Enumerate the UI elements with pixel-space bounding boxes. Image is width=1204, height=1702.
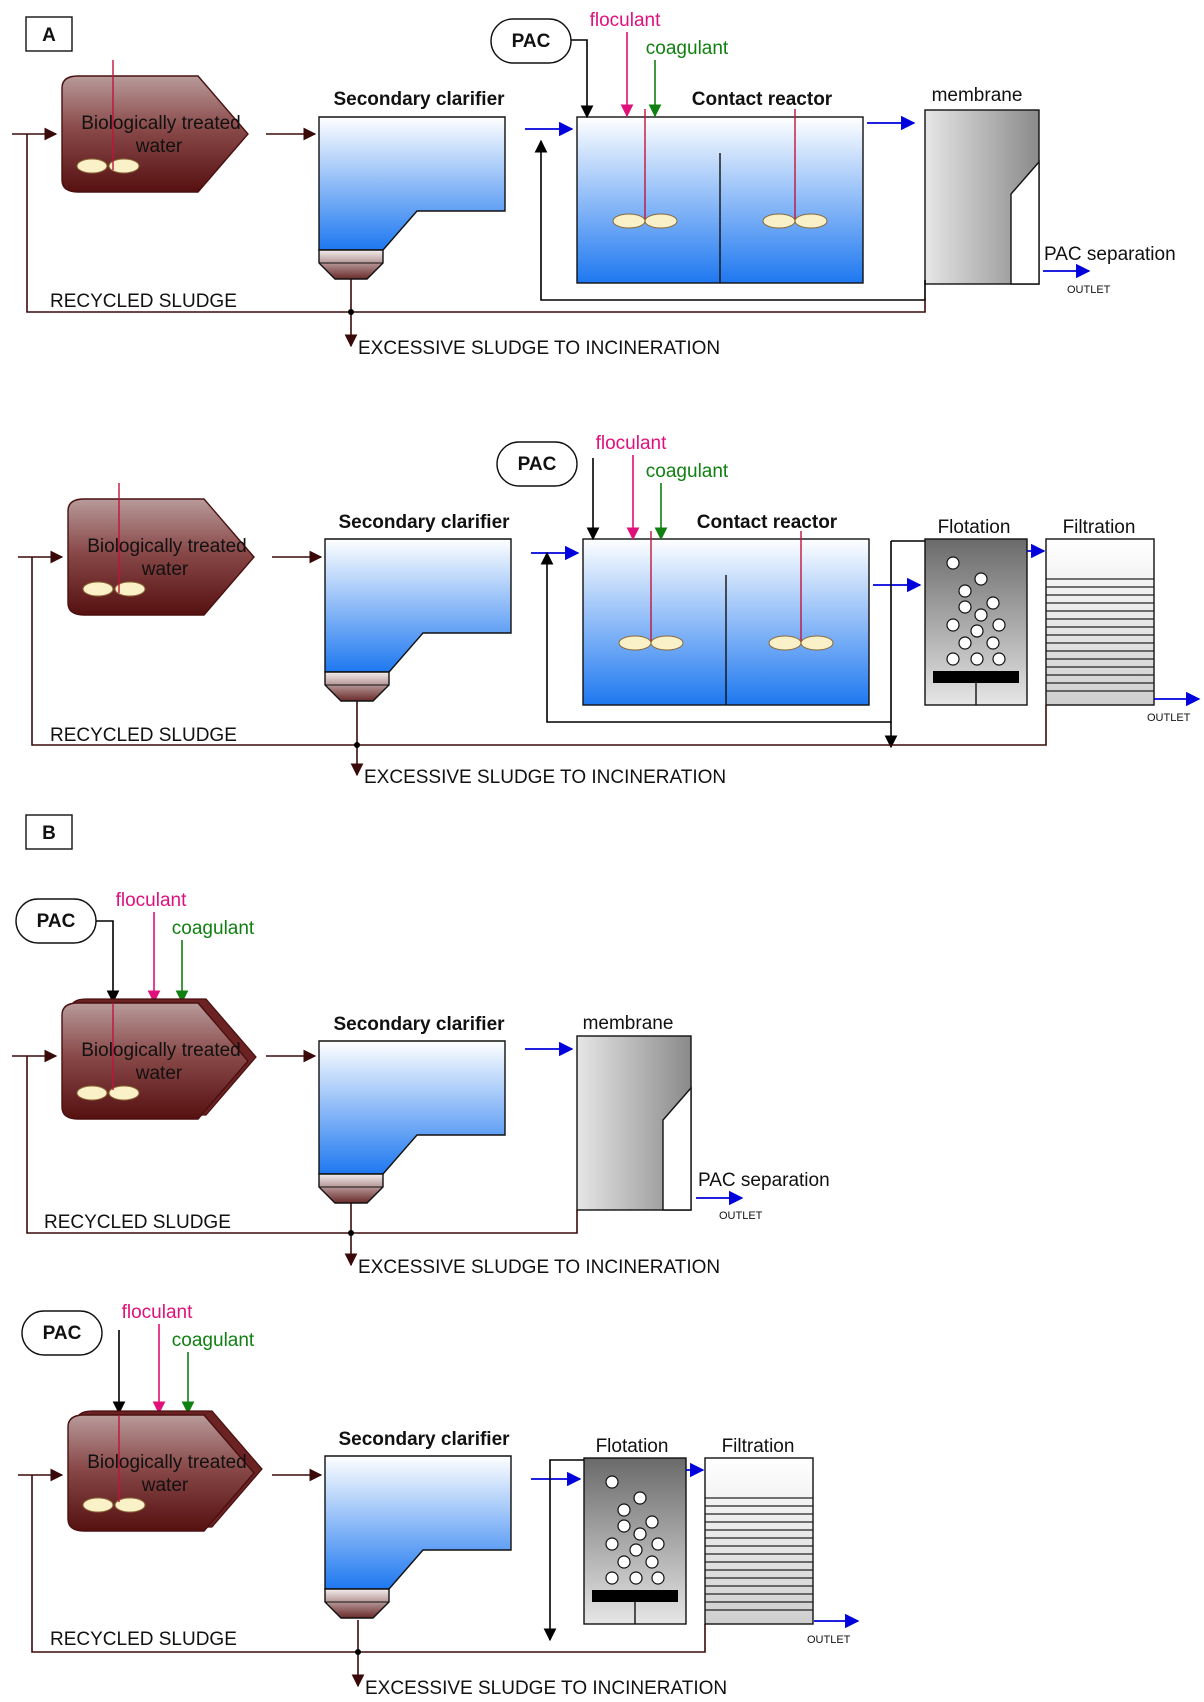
junction-dot (355, 1649, 361, 1655)
bio-tank-label-line1: Biologically treated (87, 1452, 246, 1473)
membrane-label: membrane (583, 1013, 674, 1034)
pac-label: PAC (518, 454, 557, 475)
floculant-label: floculant (116, 890, 187, 911)
coagulant-label: coagulant (172, 1330, 255, 1351)
pac-dosing-node (490, 18, 572, 64)
flotation-label: Flotation (596, 1436, 669, 1457)
pac-label: PAC (43, 1323, 82, 1344)
excessive-sludge-label: EXCESSIVE SLUDGE TO INCINERATION (358, 1257, 720, 1278)
diagram-b1: B PAC floculant coagulant Biologically t… (12, 814, 830, 1278)
pac-dosing-arrow (571, 39, 594, 119)
section-label-box-a (25, 16, 73, 52)
section-label-a: A (42, 25, 56, 46)
membrane-unit (576, 1035, 692, 1211)
flotation-unit (924, 538, 1028, 706)
filtration-unit (1045, 538, 1155, 706)
coagulant-label: coagulant (172, 918, 255, 939)
excessive-sludge-label: EXCESSIVE SLUDGE TO INCINERATION (364, 767, 726, 788)
secondary-clarifier-label: Secondary clarifier (333, 1014, 505, 1035)
excessive-sludge-label: EXCESSIVE SLUDGE TO INCINERATION (358, 338, 720, 359)
filtration-label: Filtration (722, 1436, 795, 1457)
membrane-unit (924, 109, 1040, 285)
pac-dosing-arrow (96, 920, 120, 1004)
pac-separation-label: PAC separation (698, 1170, 830, 1191)
junction-dot (348, 309, 354, 315)
junction-dot (354, 742, 360, 748)
diagram-a2: Biologically treated water Secondary cla… (18, 433, 1201, 788)
flotation-label: Flotation (938, 517, 1011, 538)
coagulant-label: coagulant (646, 38, 729, 59)
pac-return-line (540, 541, 892, 723)
secondary-clarifier (324, 1455, 512, 1619)
membrane-label: membrane (932, 85, 1023, 106)
pac-label: PAC (37, 911, 76, 932)
biologically-treated-water-tank (67, 498, 255, 616)
floculant-label: floculant (122, 1302, 193, 1323)
pac-label: PAC (512, 31, 551, 52)
bio-tank-label-line2: water (141, 559, 189, 580)
outlet-label: OUTLET (719, 1210, 763, 1222)
secondary-clarifier (318, 116, 506, 280)
pac-return-line (543, 1459, 584, 1642)
floculant-label: floculant (596, 433, 667, 454)
secondary-clarifier-label: Secondary clarifier (338, 1429, 510, 1450)
junction-dot (348, 1230, 354, 1236)
excessive-sludge-label: EXCESSIVE SLUDGE TO INCINERATION (365, 1678, 727, 1699)
contact-reactor-label: Contact reactor (697, 512, 838, 533)
contact-reactor (576, 108, 864, 284)
pac-return-line (534, 139, 926, 301)
filtration-unit (704, 1457, 814, 1625)
recycled-sludge-line (31, 1475, 706, 1653)
recycled-sludge-line (31, 557, 1047, 746)
coagulant-label: coagulant (646, 461, 729, 482)
recycled-sludge-label: RECYCLED SLUDGE (50, 725, 237, 746)
secondary-clarifier (324, 538, 512, 702)
diagram-a1: A Biologically treated water Secondary c… (12, 10, 1176, 359)
biologically-treated-water-tank (61, 75, 249, 193)
bio-tank-label-line1: Biologically treated (81, 113, 240, 134)
pac-dosing-node (21, 1310, 103, 1356)
recycled-sludge-line (26, 1056, 578, 1234)
filtration-label: Filtration (1063, 517, 1136, 538)
bio-tank-label-line2: water (141, 1475, 189, 1496)
recycled-sludge-line (26, 134, 926, 313)
secondary-clarifier-label: Secondary clarifier (333, 89, 505, 110)
flotation-unit (583, 1457, 687, 1625)
bio-tank-label-line1: Biologically treated (81, 1040, 240, 1061)
bio-tank-label-line2: water (135, 136, 183, 157)
recycled-sludge-label: RECYCLED SLUDGE (50, 1629, 237, 1650)
diagram-b2: PAC floculant coagulant Biologically tre… (18, 1302, 860, 1699)
outlet-label: OUTLET (1147, 712, 1191, 724)
contact-reactor (582, 530, 870, 706)
section-label-b: B (42, 823, 56, 844)
bio-tank-label-line1: Biologically treated (87, 536, 246, 557)
recycled-sludge-label: RECYCLED SLUDGE (44, 1212, 231, 1233)
outlet-label: OUTLET (1067, 284, 1111, 296)
bio-tank-label-line2: water (135, 1063, 183, 1084)
pac-separation-label: PAC separation (1044, 244, 1176, 265)
secondary-clarifier (318, 1040, 506, 1204)
section-label-box-b (25, 814, 73, 850)
secondary-clarifier-label: Secondary clarifier (338, 512, 510, 533)
pac-dosing-node (496, 441, 578, 487)
floculant-label: floculant (590, 10, 661, 31)
contact-reactor-label: Contact reactor (692, 89, 833, 110)
recycled-sludge-label: RECYCLED SLUDGE (50, 291, 237, 312)
outlet-label: OUTLET (807, 1634, 851, 1646)
